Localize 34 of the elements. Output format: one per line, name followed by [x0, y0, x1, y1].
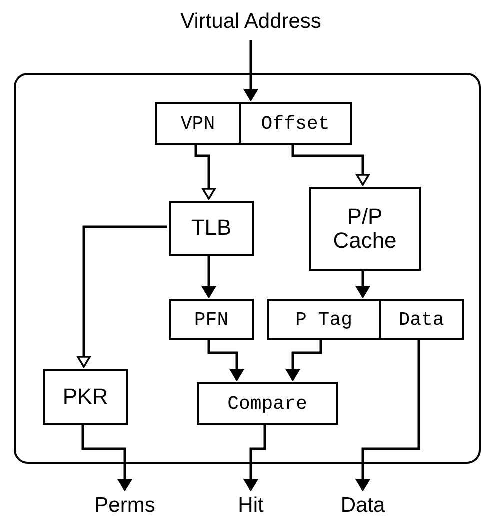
unit-box	[379, 299, 464, 340]
unit-box	[239, 102, 352, 145]
arrow	[77, 226, 167, 368]
arrow	[356, 338, 420, 491]
arrow	[202, 254, 216, 298]
arrow	[356, 269, 370, 298]
unit-box	[197, 382, 338, 425]
box-text: PFN	[194, 308, 229, 330]
box-text: PKR	[62, 384, 108, 410]
arrow	[244, 40, 258, 101]
arrow	[208, 338, 244, 381]
box-text: TLB	[191, 216, 232, 241]
signal-label: Hit	[226, 490, 276, 522]
unit-box	[169, 201, 254, 256]
box-text: Compare	[228, 392, 308, 414]
arrow	[194, 143, 216, 200]
arrow	[82, 423, 132, 491]
box-text: VPN	[180, 112, 216, 134]
box-text: Data	[398, 308, 444, 330]
unit-box	[267, 299, 381, 340]
signal-label: Data	[330, 490, 396, 522]
box-text: P/P Cache	[332, 204, 398, 254]
unit-box	[43, 369, 128, 425]
box-text: Offset	[261, 112, 330, 134]
box-text: P Tag	[295, 308, 352, 330]
container-outline	[14, 73, 481, 464]
signal-label: Virtual Address	[171, 4, 331, 40]
unit-box	[309, 187, 421, 271]
unit-box	[169, 299, 254, 340]
signal-label: Perms	[90, 490, 160, 522]
arrow	[244, 423, 266, 491]
unit-box	[155, 102, 241, 145]
arrow	[286, 338, 322, 381]
arrow	[292, 143, 370, 186]
